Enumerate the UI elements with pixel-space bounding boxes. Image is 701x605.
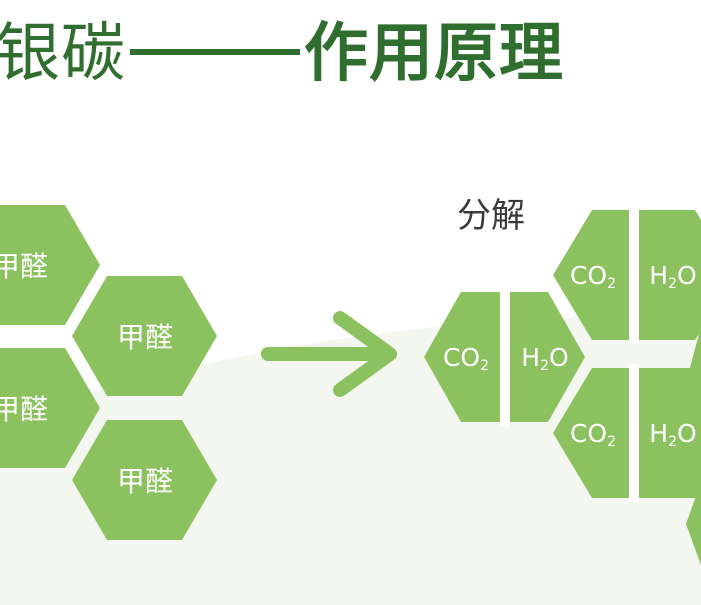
product-label-h2o-1: H2O (521, 343, 568, 374)
formaldehyde-hexagon-1: 甲醛 (0, 205, 100, 325)
right-arrow-icon (261, 311, 397, 397)
title-dash (130, 49, 300, 56)
product-label-co2-3: CO2 (570, 419, 616, 450)
decompose-label: 分解 (457, 196, 525, 236)
formaldehyde-hexagon-3: 甲醛 (0, 348, 100, 468)
formaldehyde-label-2: 甲醛 (117, 321, 173, 354)
product-hexagon-2: CO2 H2O (553, 206, 701, 344)
title-part-2: 作用原理 (304, 17, 564, 91)
right-hexagon-group: CO2 H2O CO2 H2O CO2 H2O (424, 206, 701, 565)
formaldehyde-label-4: 甲醛 (117, 465, 173, 498)
page-title: 银碳 作用原理 (0, 14, 564, 94)
formaldehyde-label-1: 甲醛 (0, 250, 48, 283)
left-hexagon-group: 甲醛 甲醛 甲醛 甲醛 (0, 205, 217, 540)
formaldehyde-hexagon-2: 甲醛 (72, 276, 217, 396)
product-hexagon-1: CO2 H2O (424, 288, 585, 426)
product-label-h2o-2: H2O (649, 261, 696, 292)
formaldehyde-hexagon-4: 甲醛 (72, 420, 217, 540)
product-label-co2-2: CO2 (570, 261, 616, 292)
product-label-h2o-3: H2O (649, 419, 696, 450)
partial-hexagon-edge-2 (686, 482, 701, 565)
title-part-1: 银碳 (0, 17, 126, 91)
partial-hexagon-edge-1 (690, 326, 701, 410)
product-hexagon-3: CO2 H2O (553, 364, 701, 502)
product-label-co2-1: CO2 (443, 343, 489, 374)
formaldehyde-label-3: 甲醛 (0, 393, 48, 426)
